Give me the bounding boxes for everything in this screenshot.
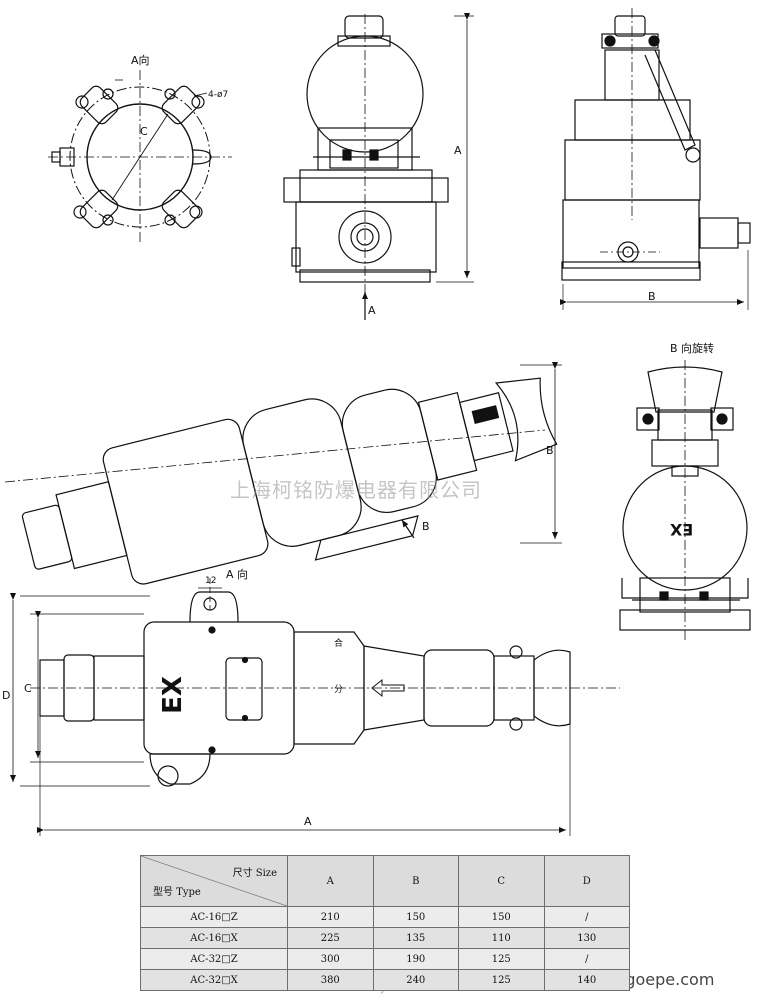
view-b-rotated	[619, 360, 751, 640]
company-watermark: 上海柯铭防爆电器有限公司	[230, 478, 482, 502]
cell-c: 150	[458, 906, 545, 928]
dim-c-top-label: C	[140, 125, 148, 138]
fen-label: 分	[334, 685, 344, 695]
cell-a: 380	[287, 969, 374, 991]
cell-model: AC-16□X	[140, 927, 288, 949]
a-direction-top-label: A向	[131, 54, 150, 67]
cell-d: 130	[543, 927, 630, 949]
dim-d-bottom-label: D	[2, 689, 11, 702]
col-header-a: A	[287, 855, 374, 907]
cell-a: 300	[287, 948, 374, 970]
b-rotate-label: B 向旋转	[670, 342, 715, 355]
cell-a: 225	[287, 927, 374, 949]
view-isometric-middle	[4, 362, 562, 585]
hole-spec-label: 4-ø7	[208, 90, 229, 100]
cell-b: 240	[372, 969, 459, 991]
dim-b-side-label: B	[648, 290, 656, 303]
dim-c-bottom-label: C	[24, 682, 32, 695]
cell-model: AC-16□Z	[140, 906, 288, 928]
cell-d: /	[543, 906, 630, 928]
view-side-top	[560, 8, 751, 310]
dim-12-label: 12	[205, 576, 217, 586]
cell-d: 140	[543, 969, 630, 991]
cell-b: 150	[372, 906, 459, 928]
dim-b-iso-label: B	[546, 444, 554, 457]
cell-c: 110	[458, 927, 545, 949]
cell-c: 125	[458, 969, 545, 991]
cell-d: /	[543, 948, 630, 970]
view-a-direction-top	[48, 70, 232, 245]
cell-c: 125	[458, 948, 545, 970]
ex-mark-rotated: EX	[670, 520, 694, 539]
col-header-b: B	[372, 855, 459, 907]
table-row: AC-16□X 225 135 110 130	[140, 927, 630, 949]
dim-a-front-label: A	[454, 144, 462, 157]
header-type-label: 型号 Type	[153, 887, 201, 898]
arrow-a-front-label: A	[368, 304, 376, 317]
header-corner: 尺寸 Size 型号 Type	[140, 855, 288, 907]
table-header-row: 尺寸 Size 型号 Type A B C D	[140, 855, 630, 907]
header-size-label: 尺寸 Size	[232, 868, 277, 879]
a-direction-bottom-label: A 向	[226, 568, 249, 581]
cell-a: 210	[287, 906, 374, 928]
cell-b: 190	[372, 948, 459, 970]
ex-mark: EX	[157, 676, 188, 714]
table-row: AC-16□Z 210 150 150 /	[140, 906, 630, 928]
view-bottom-side	[10, 578, 620, 836]
dim-a-bottom-label: A	[304, 815, 312, 828]
cell-model: AC-32□X	[140, 969, 288, 991]
col-header-d: D	[543, 855, 630, 907]
cell-model: AC-32□Z	[140, 948, 288, 970]
table-row: AC-32□X 380 240 125 140	[140, 969, 630, 991]
table-row: AC-32□Z 300 190 125 /	[140, 948, 630, 970]
col-header-c: C	[458, 855, 545, 907]
spec-table: 尺寸 Size 型号 Type A B C D AC-16□Z 210 150 …	[140, 855, 630, 991]
cell-b: 135	[372, 927, 459, 949]
arrow-b-iso-label: B	[422, 520, 430, 533]
he-label: 合	[334, 639, 344, 649]
view-front-top	[283, 13, 474, 320]
